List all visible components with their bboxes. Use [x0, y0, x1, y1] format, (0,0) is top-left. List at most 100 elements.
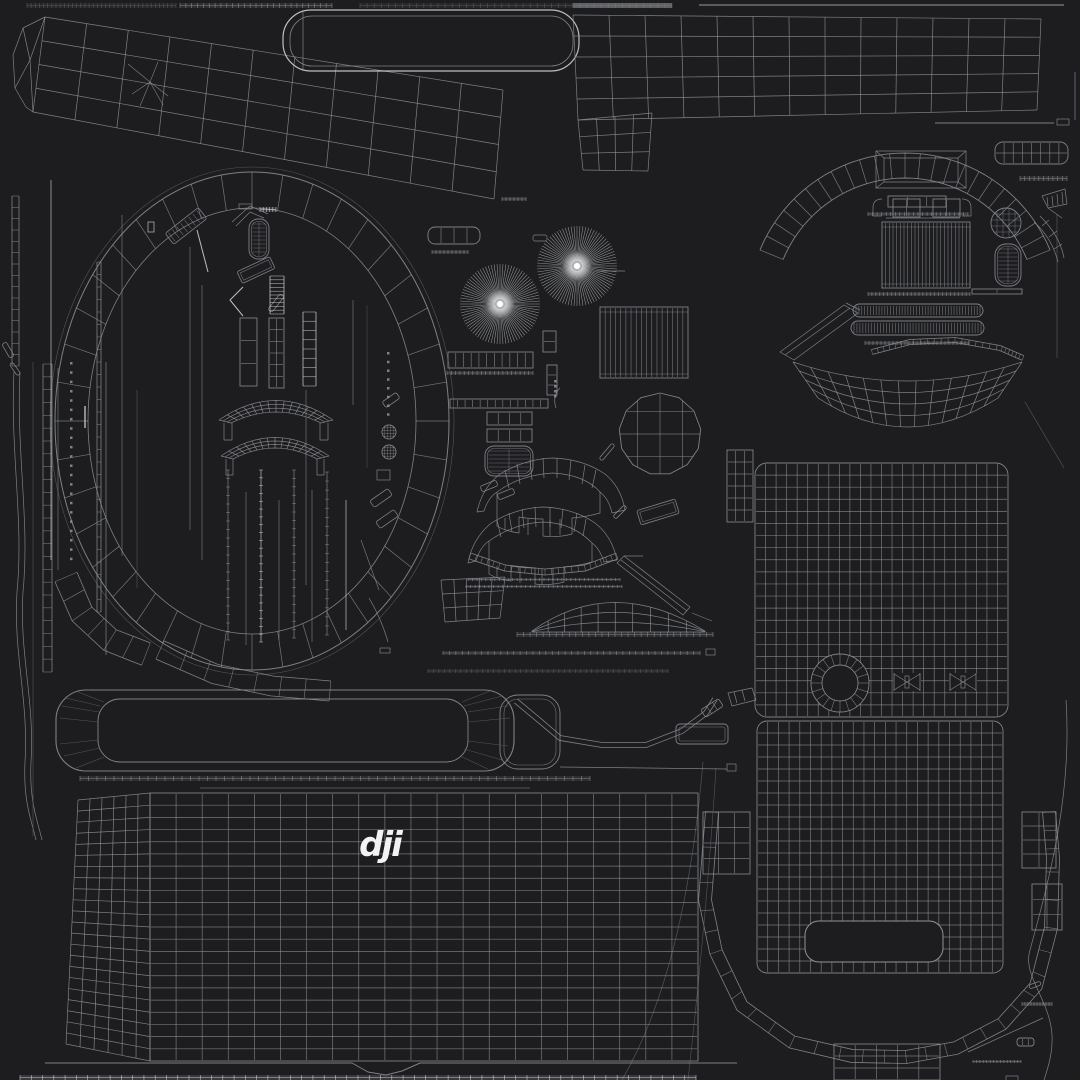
oval-ring: [54, 171, 450, 671]
wing: [440, 576, 506, 623]
center-ladder-1: [447, 351, 534, 369]
top-right-band-tail: [577, 112, 653, 172]
rb-rect: [1005, 1075, 1019, 1080]
mid-rail-2: [427, 669, 669, 673]
oval-sq: [376, 469, 391, 481]
ruler-top-a: [26, 3, 177, 8]
bottom-grid: [149, 792, 699, 1062]
left-ladder-top: [11, 195, 20, 367]
round-outline: [499, 694, 561, 770]
fan-2: [537, 226, 617, 306]
crown-1: [476, 457, 626, 538]
pill-frame-outer: [55, 689, 515, 772]
oval-curve: [368, 597, 389, 643]
heatsink-hook-left: [872, 198, 883, 217]
center-minipill: [532, 234, 548, 242]
u-tab: [833, 1043, 941, 1080]
blade-tail: [691, 612, 713, 622]
bridge-1: [218, 400, 334, 424]
oval-tiltpill-2: [382, 392, 400, 408]
boat: [468, 552, 619, 576]
mid-rail-1: [442, 651, 701, 655]
v-profile: [514, 697, 718, 748]
oval-ladder-b: [269, 275, 285, 315]
oval-tilt-a: [370, 488, 392, 508]
blade-left: [779, 302, 861, 361]
pill-frame-mesh: [59, 690, 511, 770]
right-wavy: [1028, 699, 1068, 1080]
oval-diag-2: [360, 539, 380, 591]
dome: [531, 602, 706, 633]
oval-diag-line: [196, 229, 209, 273]
mid-rail-cap: [705, 648, 716, 656]
oval-minibar-1: [238, 203, 253, 210]
center-tick: [431, 250, 469, 254]
tr-underline-cap: [1056, 118, 1070, 126]
mini-grid-left: [726, 449, 754, 523]
understrip-1: [226, 469, 230, 641]
belt-ticks: [79, 776, 591, 781]
eyebrow: [871, 337, 1025, 361]
oval-tilt-b: [376, 509, 398, 529]
arc-keystone: [875, 150, 967, 189]
rg1-ring: [810, 653, 870, 713]
arc-bar: [887, 195, 947, 208]
rails-2: [465, 585, 623, 588]
rg1-hole: [811, 654, 869, 712]
hatch-disc: [990, 207, 1022, 239]
oval-cellcol: [268, 317, 285, 389]
dome-base: [516, 632, 714, 637]
poly-disc: [618, 392, 702, 475]
rg2-hole: [804, 920, 944, 963]
outer-curve-2: [687, 767, 717, 1080]
u-block-left: [702, 811, 751, 875]
ruler-top-c-bright: [573, 3, 672, 8]
hatch-pad: [994, 243, 1022, 287]
tr-wedge: [1041, 188, 1068, 219]
left-dotline: [70, 362, 73, 561]
v-line-cap: [726, 763, 737, 772]
center-ticks: [446, 371, 534, 375]
top-left-arm-pole: [127, 61, 169, 107]
rb-dotbar: [1021, 1002, 1053, 1006]
dji-logo-text: dji: [359, 825, 404, 865]
oval-strip-1: [96, 261, 102, 613]
bridge-2: [220, 437, 330, 460]
tilt-open-rect: [636, 499, 680, 525]
oval-stub: [147, 221, 155, 233]
rg1-bowtie-2: [949, 673, 977, 691]
rb-line: [967, 1017, 1044, 1053]
oval-ladder-c: [302, 311, 317, 387]
center-pill-b: [497, 488, 515, 500]
pad-bar: [971, 288, 1023, 295]
arc-ticks: [867, 212, 969, 216]
dip-line: [45, 1062, 737, 1076]
center-pill: [427, 226, 481, 245]
center-stack-1: [486, 411, 533, 426]
v-line: [559, 766, 728, 770]
rb-ticks: [972, 1060, 1022, 1063]
top-right-band: [572, 14, 1042, 121]
disc-dash-1: [599, 443, 615, 461]
understrip-3: [259, 469, 263, 643]
center-ladder-2: [449, 398, 549, 409]
mid-tilt-piece: [727, 687, 757, 707]
elbow-band-1: [54, 571, 151, 666]
fan-1: [460, 264, 540, 344]
center-cell: [542, 330, 557, 353]
saddle-line: [1024, 401, 1065, 469]
tr-bar: [1019, 176, 1068, 181]
fin-block: [599, 306, 689, 379]
oval-minibar-2: [259, 207, 277, 212]
pill-frame-inner: [97, 698, 469, 763]
oval-tilt-pad: [165, 207, 207, 245]
saddle: [792, 361, 1023, 428]
oval-pad: [248, 218, 270, 260]
oval-bit: [379, 647, 391, 654]
blade-2: [616, 555, 691, 616]
bridge-2-feet: [225, 459, 325, 476]
center-hook: [554, 387, 561, 409]
oval-tiltrect: [237, 256, 275, 284]
heatsink-hook-right: [961, 198, 972, 217]
